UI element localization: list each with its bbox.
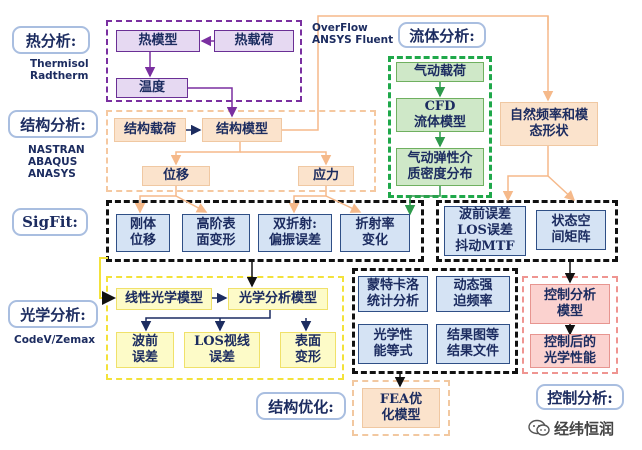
watermark-text: 经纬恒润	[554, 419, 615, 438]
control-analysis-model-node: 控制分析 模型	[530, 284, 610, 324]
optical-tools: CodeV/Zemax	[14, 334, 96, 346]
structural-optimization-label: 结构优化:	[256, 392, 346, 420]
optical-analysis-label: 光学分析:	[8, 300, 98, 328]
wavefront-los-node: 波前误差 LOS误差 抖动MTF	[444, 206, 526, 256]
aero-load-node: 气动载荷	[396, 62, 484, 82]
thermal-tools: Thermisol Radtherm	[30, 58, 89, 82]
aero-elastic-node: 气动弹性介 质密度分布	[396, 148, 484, 186]
structural-model-node: 结构模型	[202, 118, 282, 142]
sigfit-group	[106, 200, 424, 262]
structural-tools: NASTRAN ABAQUS ANASYS	[28, 144, 85, 180]
fluid-tools: OverFlow ANSYS Fluent	[312, 22, 394, 46]
structural-group	[106, 110, 376, 192]
dynamic-forcing-node: 动态强 迫频率	[436, 276, 510, 312]
wavefront-error-node: 波前 误差	[116, 332, 174, 368]
state-group	[436, 200, 618, 262]
controlled-optical-performance-node: 控制后的 光学性能	[530, 334, 610, 368]
fluid-analysis-label: 流体分析:	[398, 22, 486, 48]
monte-carlo-node: 蒙特卡洛 统计分析	[358, 276, 428, 312]
structural-load-node: 结构载荷	[114, 118, 186, 142]
control-analysis-label: 控制分析:	[536, 384, 624, 410]
temperature-node: 温度	[116, 78, 188, 98]
sigfit-label: SigFit:	[12, 208, 88, 236]
watermark: 经纬恒润	[528, 414, 640, 442]
rigid-body-node: 刚体 位移	[116, 214, 170, 252]
result-files-node: 结果图等 结果文件	[436, 324, 510, 364]
stress-node: 应力	[298, 166, 354, 186]
thermal-load-node: 热载荷	[214, 30, 294, 52]
cfd-model-node: CFD 流体模型	[396, 98, 484, 132]
thermal-group	[106, 20, 302, 102]
monte-carlo-group	[352, 268, 518, 374]
fea-optimization-node: FEA优 化模型	[362, 388, 440, 428]
structural-analysis-label: 结构分析:	[8, 110, 98, 138]
optical-group	[106, 276, 344, 380]
natural-frequency-modes-node: 自然频率和模 态形状	[500, 102, 598, 146]
displacement-node: 位移	[142, 166, 210, 186]
optical-analysis-model-node: 光学分析模型	[228, 288, 328, 310]
high-order-deform-node: 高阶表 面变形	[182, 214, 250, 252]
surface-deform-node: 表面 变形	[280, 332, 336, 368]
los-error-node: LOS视线 误差	[184, 332, 260, 368]
wechat-icon	[528, 419, 550, 437]
thermal-analysis-label: 热分析:	[12, 26, 90, 54]
state-space-node: 状态空 间矩阵	[536, 210, 606, 250]
linear-optical-model-node: 线性光学模型	[116, 288, 212, 310]
birefringence-node: 双折射: 偏振误差	[258, 214, 332, 252]
thermal-model-node: 热模型	[116, 30, 200, 52]
refractive-index-node: 折射率 变化	[340, 214, 410, 252]
optical-performance-node: 光学性 能等式	[358, 324, 428, 364]
